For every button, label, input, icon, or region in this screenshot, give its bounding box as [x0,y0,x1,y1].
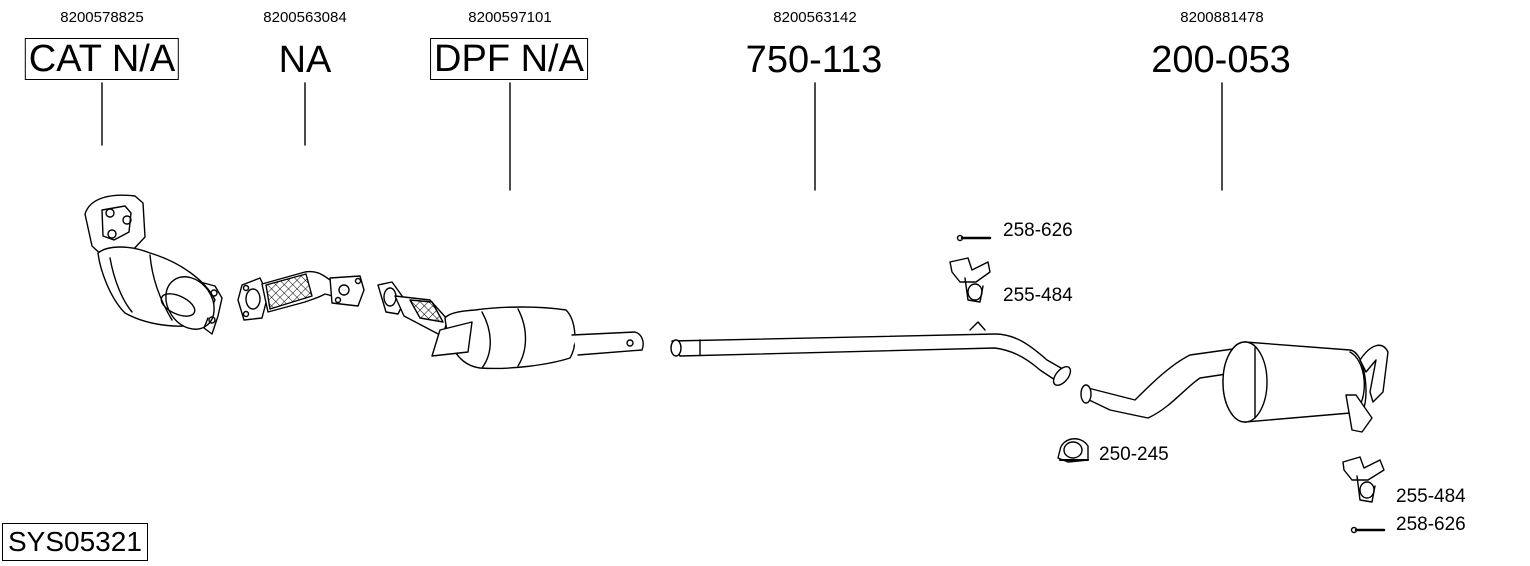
part-code-middle-pipe: 750-113 [745,39,883,81]
label-hanger-top: 255-484 [1003,285,1073,306]
oem-number-pipe: 8200563084 [263,9,347,26]
middle-pipe-drawing [670,321,1072,386]
part-code-pipe: NA [278,39,332,81]
hanger-bottom-icon [1342,456,1385,503]
rear-silencer-drawing [1080,341,1389,433]
oem-number-rear-silencer: 8200881478 [1180,9,1264,26]
part-code-rear-silencer: 200-053 [1151,39,1291,81]
dpf-drawing [377,281,644,370]
hanger-top-icon [949,257,991,303]
part-code-cat: CAT N/A [24,38,180,80]
oem-number-cat: 8200578825 [60,9,144,26]
oem-number-middle-pipe: 8200563142 [773,9,857,26]
catalytic-converter-drawing [84,194,223,335]
bolt-top-icon [956,234,992,242]
label-clamp: 250-245 [1099,444,1169,465]
oem-number-dpf: 8200597101 [468,9,552,26]
part-code-dpf: DPF N/A [430,38,588,80]
clamp-icon [1057,438,1089,463]
bolt-bottom-icon [1350,526,1386,534]
label-bolt-top: 258-626 [1003,220,1073,241]
system-code: SYS05321 [2,523,148,561]
label-hanger-bottom: 255-484 [1396,486,1466,507]
leader-lines [101,82,1223,191]
label-bolt-bottom: 258-626 [1396,514,1466,535]
flex-pipe-drawing [237,270,365,321]
